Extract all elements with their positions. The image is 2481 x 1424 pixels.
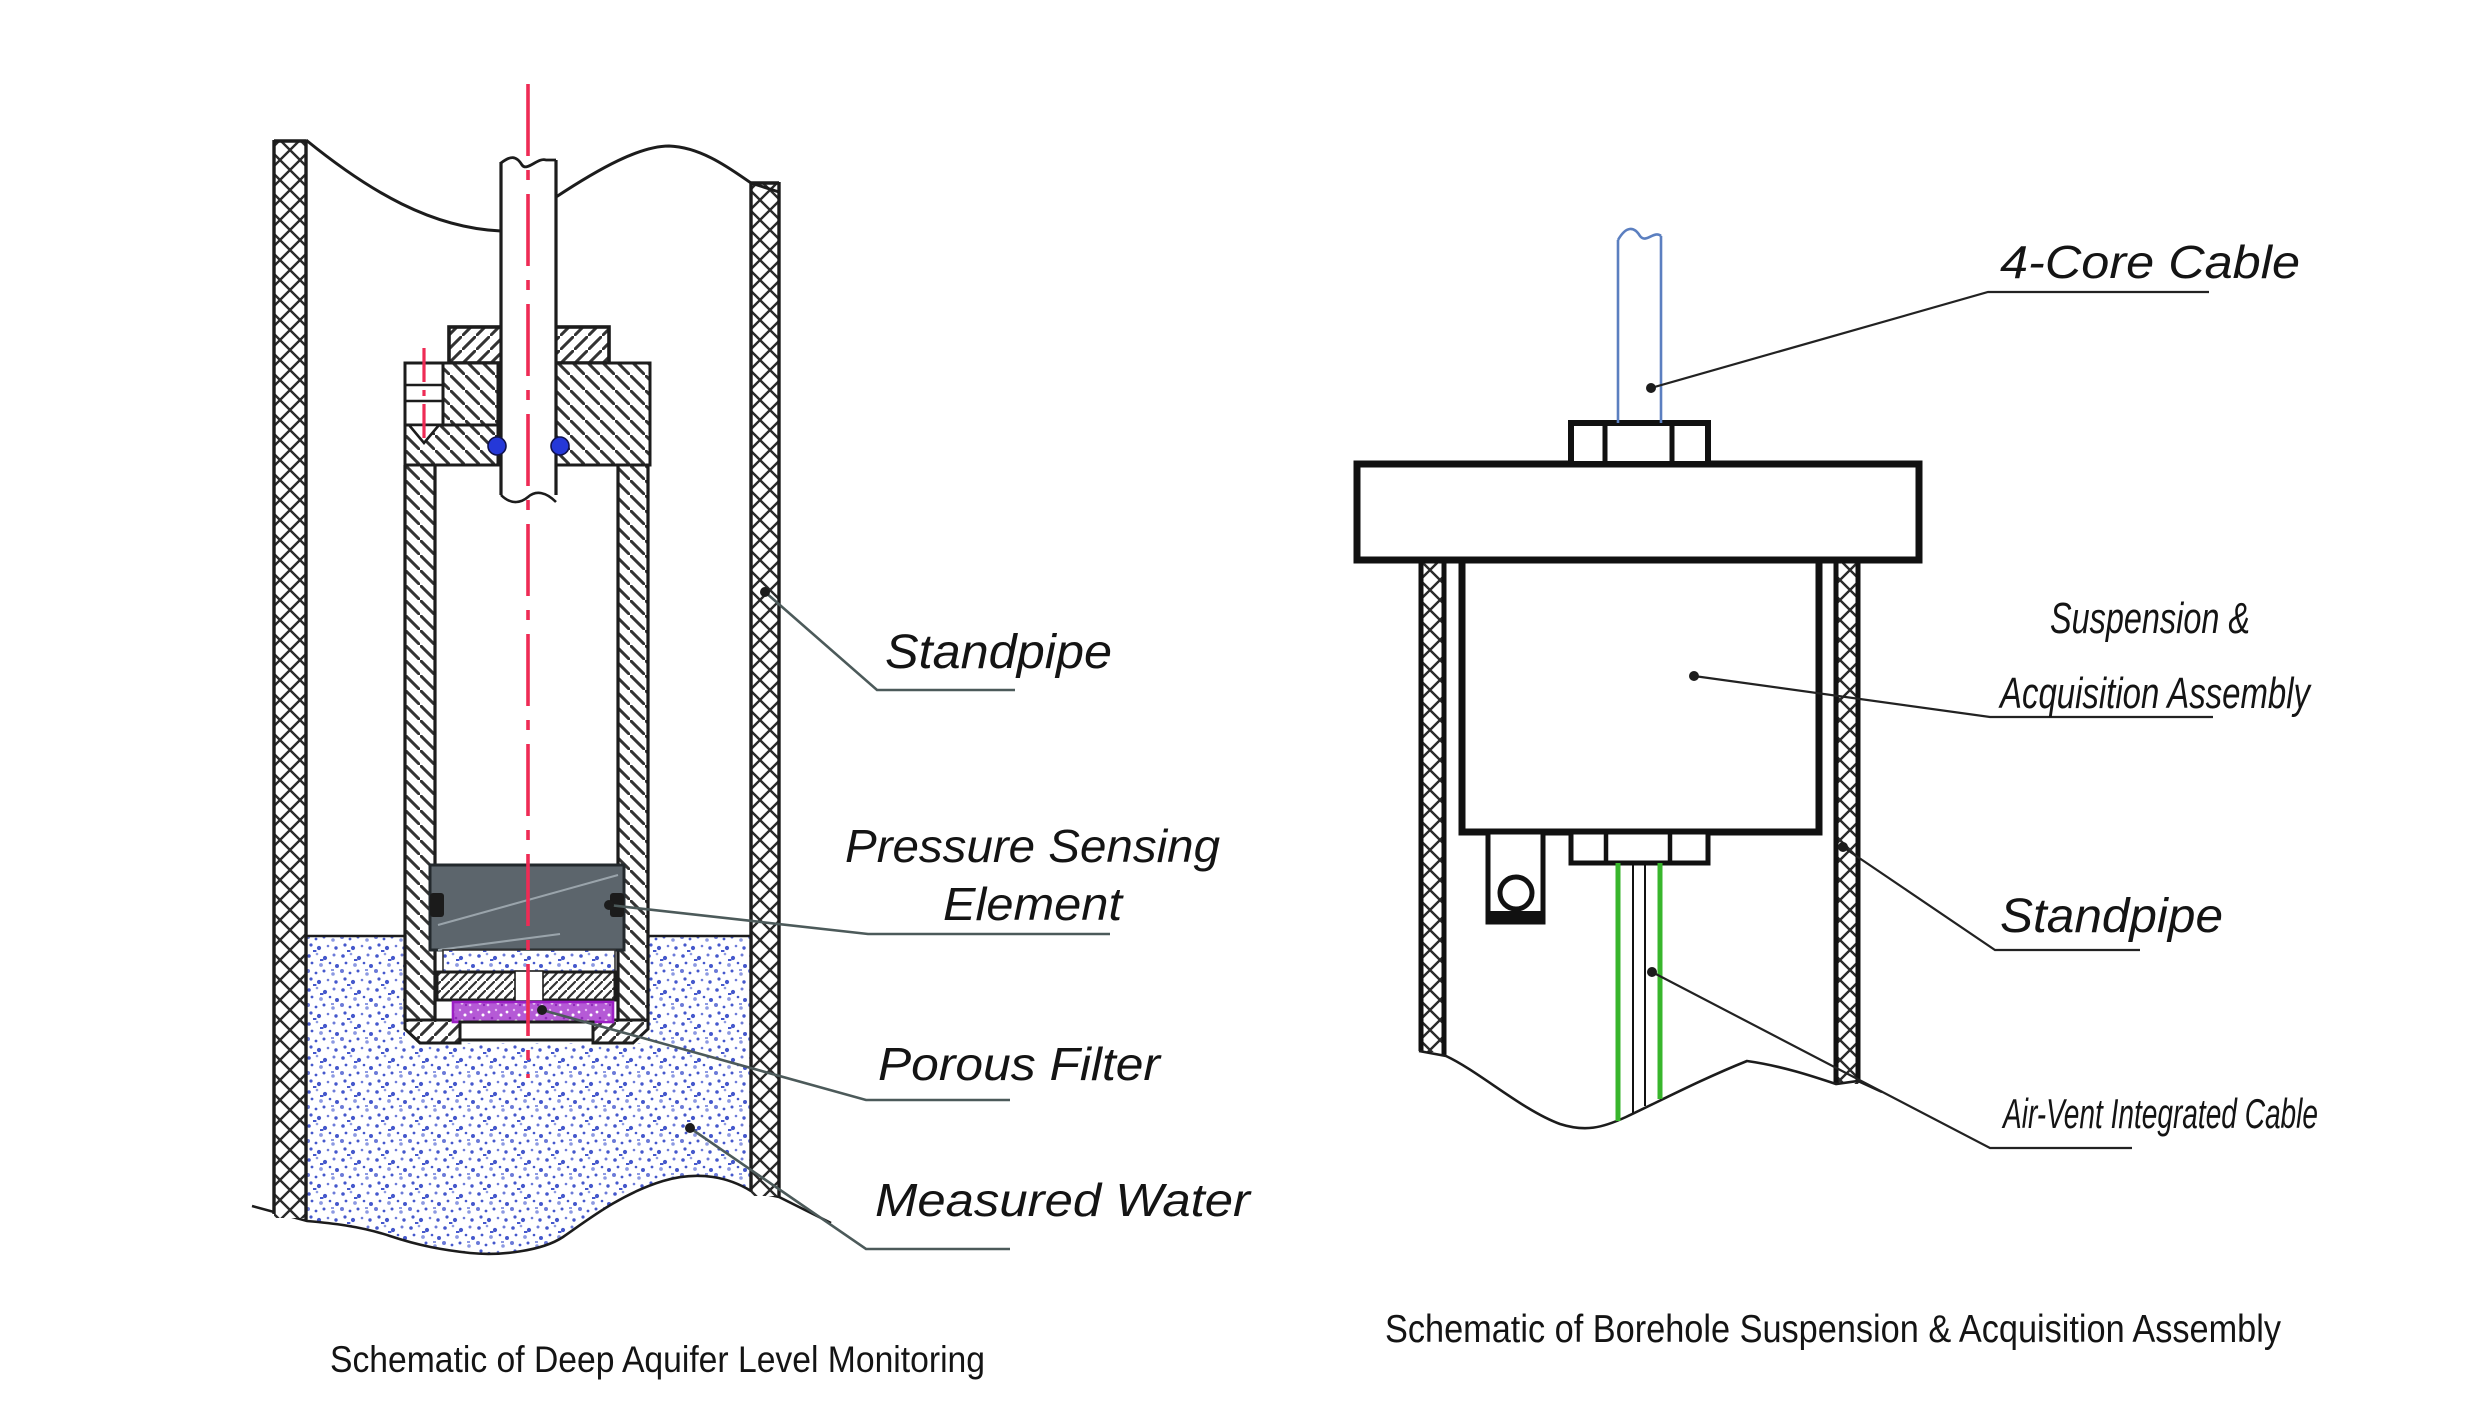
standpipe-wall-right-r: [1833, 560, 1861, 1084]
label-standpipe-left: Standpipe: [885, 626, 1112, 679]
borehole-wall-right: [749, 181, 781, 1197]
label-suspension-line1: Suspension &: [2050, 594, 2250, 643]
label-airvent: Air-Vent Integrated Cable: [2001, 1090, 2318, 1137]
air-vent-cable: [1615, 863, 1663, 1121]
leader-dot-suspension: [1689, 671, 1699, 681]
caption-right: Schematic of Borehole Suspension & Acqui…: [1385, 1308, 2281, 1351]
cable-break-top: [1616, 227, 1662, 241]
label-porous-filter: Porous Filter: [878, 1038, 1162, 1090]
leader-water: [689, 1126, 1010, 1251]
bracket-foot: [1488, 911, 1543, 923]
break-wave-top-right: [555, 144, 780, 199]
o-ring-left: [487, 436, 507, 456]
standpipe-bottom-wave: [1418, 1049, 1883, 1130]
label-pse-line1: Pressure Sensing: [845, 820, 1220, 872]
label-measured-water: Measured Water: [875, 1174, 1252, 1226]
four-core-cable: [1616, 227, 1663, 423]
leader-pse: [608, 903, 1110, 936]
cable-top-break: [500, 156, 556, 169]
right-diagram: 4-Core Cable Suspension & Acquisition As…: [1353, 227, 2318, 1351]
standpipe-wall-left-r: [1418, 560, 1447, 1056]
water-bottom-wave: [251, 1174, 832, 1256]
leader-standpipe-left: [764, 591, 1015, 692]
leader-porous: [541, 1008, 1010, 1102]
leader-dot-water: [685, 1123, 695, 1133]
bottom-nut: [1568, 829, 1711, 866]
leader-dot-airvent: [1647, 967, 1657, 977]
leader-dot-4core: [1646, 383, 1656, 393]
leader-dot-standpipe-left: [760, 587, 770, 597]
retainer-foot-left: [403, 1018, 462, 1045]
top-nut: [1568, 420, 1711, 467]
suspension-plate: [1353, 460, 1923, 564]
shackle-bracket: [1485, 829, 1546, 925]
label-4core-cable: 4-Core Cable: [2000, 236, 2300, 288]
cable-bottom-break: [500, 491, 557, 504]
break-wave-top-left: [305, 138, 502, 233]
leader-standpipe-right: [1842, 846, 2140, 952]
leader-dot-pse: [604, 900, 614, 910]
sensor-clamp-left: [430, 893, 444, 917]
gland-collar-right: [553, 361, 652, 467]
leader-dot-porous: [537, 1005, 547, 1015]
left-diagram: Standpipe Pressure Sensing Element Porou…: [251, 84, 1252, 1380]
porous-filter: [451, 1000, 615, 1024]
label-suspension-line2: Acquisition Assembly: [1998, 669, 2312, 718]
leader-suspension: [1693, 674, 2213, 719]
filter-holder: [435, 970, 617, 1002]
o-ring-right: [550, 436, 570, 456]
label-pse-line2: Element: [943, 878, 1124, 930]
leader-airvent: [1651, 971, 2132, 1150]
leader-4core: [1650, 290, 2209, 390]
air-vent-cable-cores: [1632, 863, 1646, 1113]
bracket-hole: [1497, 874, 1535, 912]
borehole-wall-left: [272, 139, 308, 1220]
leader-dot-standpipe-right: [1838, 842, 1848, 852]
caption-left: Schematic of Deep Aquifer Level Monitori…: [330, 1339, 985, 1380]
set-screw: [403, 348, 445, 446]
assembly-body: [1458, 556, 1823, 836]
gland-collar-left: [441, 361, 500, 427]
label-standpipe-right: Standpipe: [2000, 890, 2223, 943]
water-body: [306, 936, 751, 1254]
